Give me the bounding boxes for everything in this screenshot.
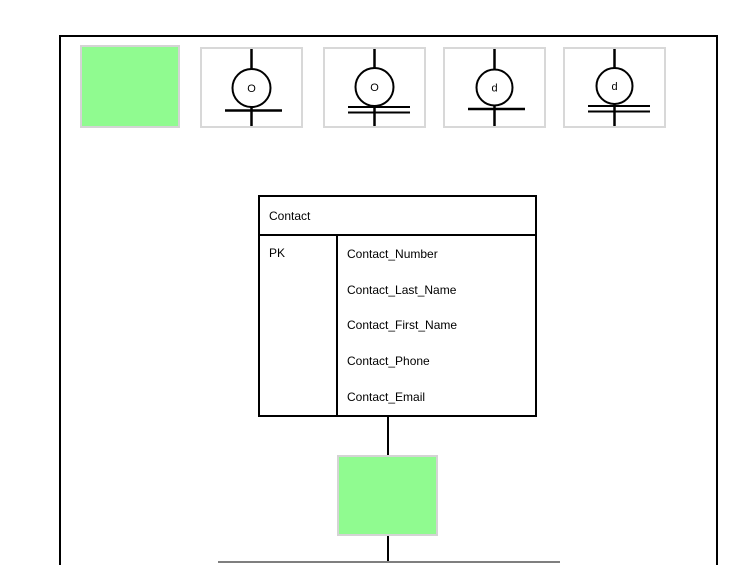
symbol-letter: O xyxy=(247,83,256,95)
connector-line-bottom[interactable] xyxy=(387,536,389,563)
circle-d-single-bar-icon: d xyxy=(468,49,525,126)
entity-contact-table[interactable]: Contact PK Contact_Number Contact_Last_N… xyxy=(258,195,537,417)
relationship-green-shape[interactable] xyxy=(337,455,438,536)
entity-pk-cell[interactable]: PK xyxy=(260,236,338,415)
entity-title[interactable]: Contact xyxy=(260,197,535,236)
palette-symbol-circle-O-single-bar[interactable]: O xyxy=(200,47,303,128)
circle-O-single-bar-icon: O xyxy=(225,49,282,126)
connector-line-top[interactable] xyxy=(387,417,389,455)
symbol-letter: d xyxy=(611,81,617,93)
symbol-letter: O xyxy=(370,82,379,94)
entity-body: PK Contact_Number Contact_Last_Name Cont… xyxy=(260,236,535,415)
entity-attribute-row[interactable]: Contact_Phone xyxy=(347,354,430,369)
entity-attribute-row[interactable]: Contact_First_Name xyxy=(347,318,458,333)
circle-O-double-bar-icon: O xyxy=(348,49,410,126)
palette-symbol-circle-d-single-bar[interactable]: d xyxy=(443,47,546,128)
partial-entity-top-edge[interactable] xyxy=(218,561,560,563)
palette-symbol-circle-O-double-bar[interactable]: O xyxy=(323,47,426,128)
entity-attribute-row[interactable]: Contact_Number xyxy=(347,246,438,261)
entity-attribute-row[interactable]: Contact_Last_Name xyxy=(347,282,457,297)
palette-symbol-circle-d-double-bar[interactable]: d xyxy=(563,47,666,128)
canvas-frame-border xyxy=(59,35,718,565)
symbol-letter: d xyxy=(491,83,497,95)
palette-green-rectangle[interactable] xyxy=(80,45,180,128)
entity-attribute-row[interactable]: Contact_Email xyxy=(347,390,426,405)
circle-d-double-bar-icon: d xyxy=(588,49,650,126)
entity-attributes: Contact_Number Contact_Last_Name Contact… xyxy=(338,236,535,415)
